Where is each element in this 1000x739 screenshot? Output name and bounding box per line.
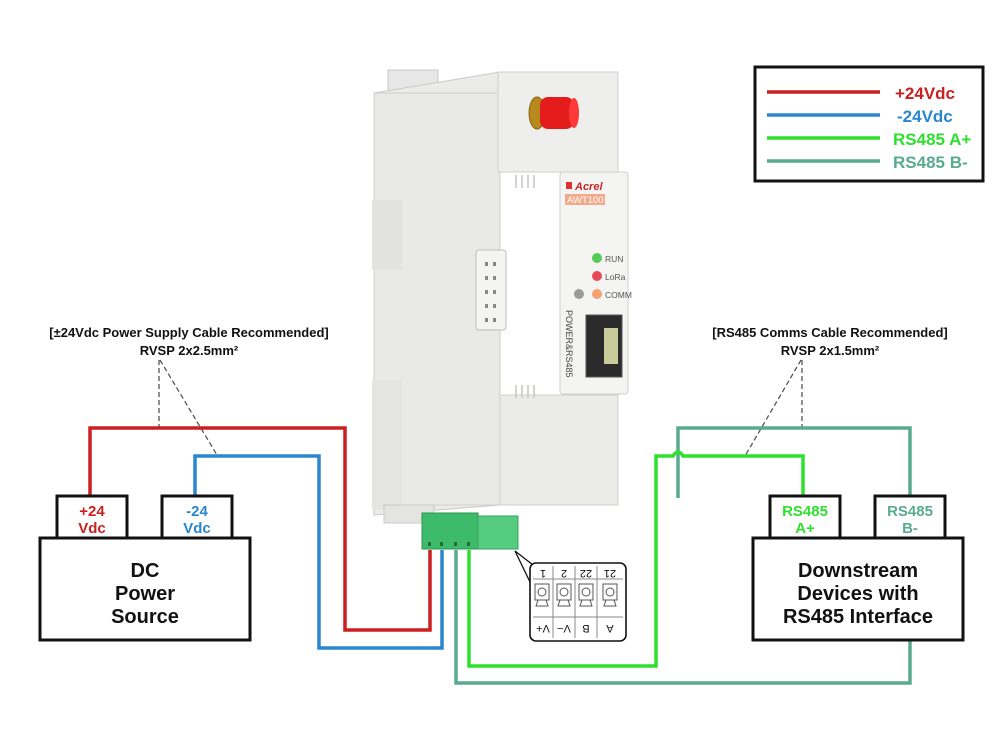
terminal-neg (160, 494, 234, 541)
led-run-label: RUN (605, 254, 623, 264)
pinout-pointer-2 (514, 550, 531, 583)
rj-port-latch (604, 328, 618, 364)
led-comm-label: COMM (605, 290, 632, 300)
pin-number-1: 1 (540, 567, 546, 579)
terminal-b (873, 494, 947, 541)
pin-signal-vminus: V− (557, 622, 571, 634)
led-lora (592, 271, 602, 281)
terminal-a-line2: A+ (795, 520, 815, 537)
port-label: POWER&RS485 (564, 310, 574, 378)
pin-signal-vplus: V+ (536, 622, 550, 634)
downstream-title-1: Downstream (798, 560, 918, 582)
terminal-neg-line2: Vdc (183, 520, 211, 537)
screw-icon (578, 583, 594, 607)
downstream-title-3: RS485 Interface (783, 606, 933, 628)
model-label: AWT100 (567, 195, 604, 206)
dc-power-source: +24 Vdc -24 Vdc DC Power Source (38, 494, 252, 642)
pin-number-2: 2 (561, 567, 567, 579)
downstream-title-2: Devices with (797, 583, 918, 605)
pin-number-22: 22 (580, 567, 592, 579)
legend: +24Vdc -24Vdc RS485 A+ RS485 B- (753, 65, 985, 183)
downstream-devices: RS485 A+ RS485 B- Downstream Devices wit… (751, 494, 965, 642)
terminal-pinout: 1 2 22 21 V+ V− B A (514, 550, 627, 642)
body-step-upper (372, 200, 402, 270)
terminal-neg-line1: -24 (186, 503, 208, 520)
terminal-pos (55, 494, 129, 541)
led-power (574, 289, 584, 299)
terminal-b-line1: RS485 (887, 503, 933, 520)
led-lora-label: LoRa (605, 272, 626, 282)
power-source-title-2: Power (115, 583, 175, 605)
screw-icon (556, 583, 572, 607)
legend-label-pos: +24Vdc (895, 84, 955, 103)
terminal-plug-side (477, 515, 519, 550)
pin-number-21: 21 (604, 567, 616, 579)
legend-label-a: RS485 A+ (893, 130, 971, 149)
wire-a (467, 450, 805, 668)
pin-signal-a: A (606, 622, 614, 634)
power-source-title-3: Source (111, 606, 179, 628)
antenna-tip (569, 98, 579, 128)
power-source-title-1: DC (131, 560, 160, 582)
power-cable-note: [±24Vdc Power Supply Cable Recommended] … (49, 325, 329, 456)
terminal-pos-line2: Vdc (78, 520, 106, 537)
power-source-box (38, 536, 252, 642)
pin-signal-b: B (582, 622, 589, 634)
power-cable-note-line2: RVSP 2x2.5mm² (140, 343, 239, 358)
expansion-socket (475, 249, 507, 331)
power-cable-note-line1: [±24Vdc Power Supply Cable Recommended] (49, 325, 328, 340)
antenna-cap (540, 97, 574, 129)
legend-label-neg: -24Vdc (897, 107, 953, 126)
comms-cable-note-line1: [RS485 Comms Cable Recommended] (712, 325, 948, 340)
screw-icon (534, 583, 550, 607)
awt100-device: Acrel AWT100 RUN LoRa COMM POWER&RS485 (372, 69, 632, 550)
terminal-a (768, 494, 842, 541)
lower-housing (499, 394, 619, 506)
comms-cable-note-line2: RVSP 2x1.5mm² (781, 343, 880, 358)
brand-label: Acrel (574, 181, 603, 193)
comms-cable-note: [RS485 Comms Cable Recommended] RVSP 2x1… (712, 325, 948, 457)
terminal-b-line2: B- (902, 520, 918, 537)
screw-icon (602, 583, 618, 607)
pinout-frame (529, 562, 627, 642)
pinout-pointer-1 (514, 550, 534, 566)
comms-note-leader-2 (744, 359, 802, 457)
acrel-logo-icon (566, 182, 572, 189)
wire-pos (88, 426, 432, 632)
power-note-leader-2 (159, 359, 218, 456)
downstream-box (751, 536, 965, 642)
terminal-a-line1: RS485 (782, 503, 828, 520)
model-badge (565, 194, 605, 205)
wire-neg (193, 454, 444, 650)
body-step-lower (372, 380, 402, 510)
led-run (592, 253, 602, 263)
legend-label-b: RS485 B- (893, 153, 968, 172)
terminal-pos-line1: +24 (79, 503, 105, 520)
led-comm (592, 289, 602, 299)
